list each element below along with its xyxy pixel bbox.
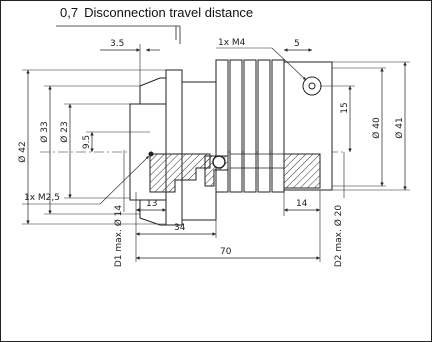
section-right-hub — [283, 153, 321, 189]
dia-40-label: Ø 40 — [371, 117, 382, 139]
left-diameter-dims — [26, 70, 94, 224]
dim-13-label: 13 — [146, 199, 157, 209]
bellows — [215, 59, 285, 193]
m4-pointer — [271, 47, 307, 81]
o-ring-section — [212, 155, 226, 169]
disconnection-travel-label: Disconnection travel distance — [84, 5, 254, 20]
hub-sleeve — [181, 81, 217, 221]
dim-9-5-label: 9.5 — [82, 135, 92, 149]
right-extension-lines — [332, 61, 410, 191]
dim-34-label: 34 — [174, 223, 186, 233]
d1-max-label: D1 max. Ø 14 — [113, 205, 124, 268]
dia-42-label: Ø 42 — [17, 141, 28, 162]
dim-5-label: 5 — [294, 39, 300, 49]
left-extension-lines — [22, 69, 166, 225]
disconnection-travel-caption: 0,7 Disconnection travel distance — [60, 5, 253, 20]
m2-5-screw-point — [148, 151, 154, 157]
m4-label: 1x M4 — [218, 38, 246, 48]
dim-14-label: 14 — [296, 199, 308, 209]
dim-15-label: 15 — [340, 102, 350, 113]
disconnection-travel-value: 0,7 — [60, 5, 79, 20]
dim-3-5-label: 3.5 — [110, 39, 124, 49]
d2-max-label: D2 max. Ø 20 — [333, 205, 344, 268]
dia-33-label: Ø 33 — [39, 121, 50, 142]
dim-70-label: 70 — [220, 247, 232, 257]
m2-5-pointer — [99, 155, 150, 205]
m2-5-label: 1x M2,5 — [24, 193, 60, 203]
section-bellows — [229, 153, 285, 169]
dia-23-label: Ø 23 — [59, 121, 70, 142]
dia-41-label: Ø 41 — [394, 117, 405, 138]
m4-screw-socket — [308, 82, 316, 90]
left-hub-body — [165, 69, 183, 226]
